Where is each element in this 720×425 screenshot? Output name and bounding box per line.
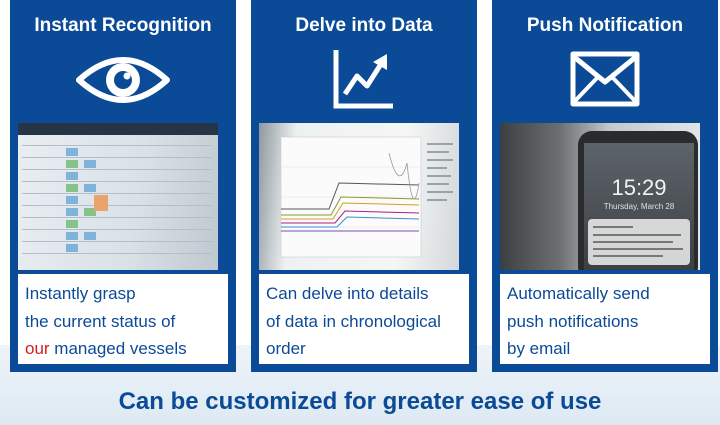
data-chart-photo	[259, 123, 459, 270]
description-line: push notifications	[507, 311, 639, 331]
phone-time: 15:29	[611, 175, 667, 200]
phone-photo: 15:29 Thursday, March 28	[500, 123, 700, 270]
description-line: of data in chronological	[266, 311, 441, 331]
phone-date: Thursday, March 28	[603, 202, 675, 211]
envelope-icon	[492, 48, 718, 112]
description-line: by email	[507, 339, 571, 358]
footer-tagline: Can be customized for greater ease of us…	[118, 388, 602, 415]
description-line: Automatically send	[507, 284, 650, 303]
card-instant-recognition: Instant Recognition	[10, 0, 236, 372]
line-chart-icon	[251, 48, 477, 112]
card-description: Can delve into details of data in chrono…	[259, 274, 469, 364]
dashboard-photo	[18, 123, 218, 270]
eye-icon	[10, 48, 236, 112]
card-push-notification: Push Notification 15:29 Thursday, March …	[492, 0, 718, 372]
description-text: managed vessels	[49, 339, 187, 358]
description-line: order	[266, 339, 306, 358]
card-title: Push Notification	[526, 15, 684, 36]
card-description: Instantly grasp the current status of ou…	[18, 274, 228, 364]
card-description: Automatically send push notifications by…	[500, 274, 710, 364]
description-line: the current status of	[25, 311, 176, 331]
card-title: Delve into Data	[295, 15, 433, 36]
description-line: Can delve into details	[266, 284, 429, 303]
card-delve-into-data: Delve into Data	[251, 0, 477, 372]
card-title: Instant Recognition	[34, 15, 212, 36]
notification-card	[588, 219, 690, 265]
highlight-word: our	[25, 339, 50, 358]
description-line: our managed vessels	[25, 335, 228, 363]
description-line: Instantly grasp	[25, 284, 136, 303]
